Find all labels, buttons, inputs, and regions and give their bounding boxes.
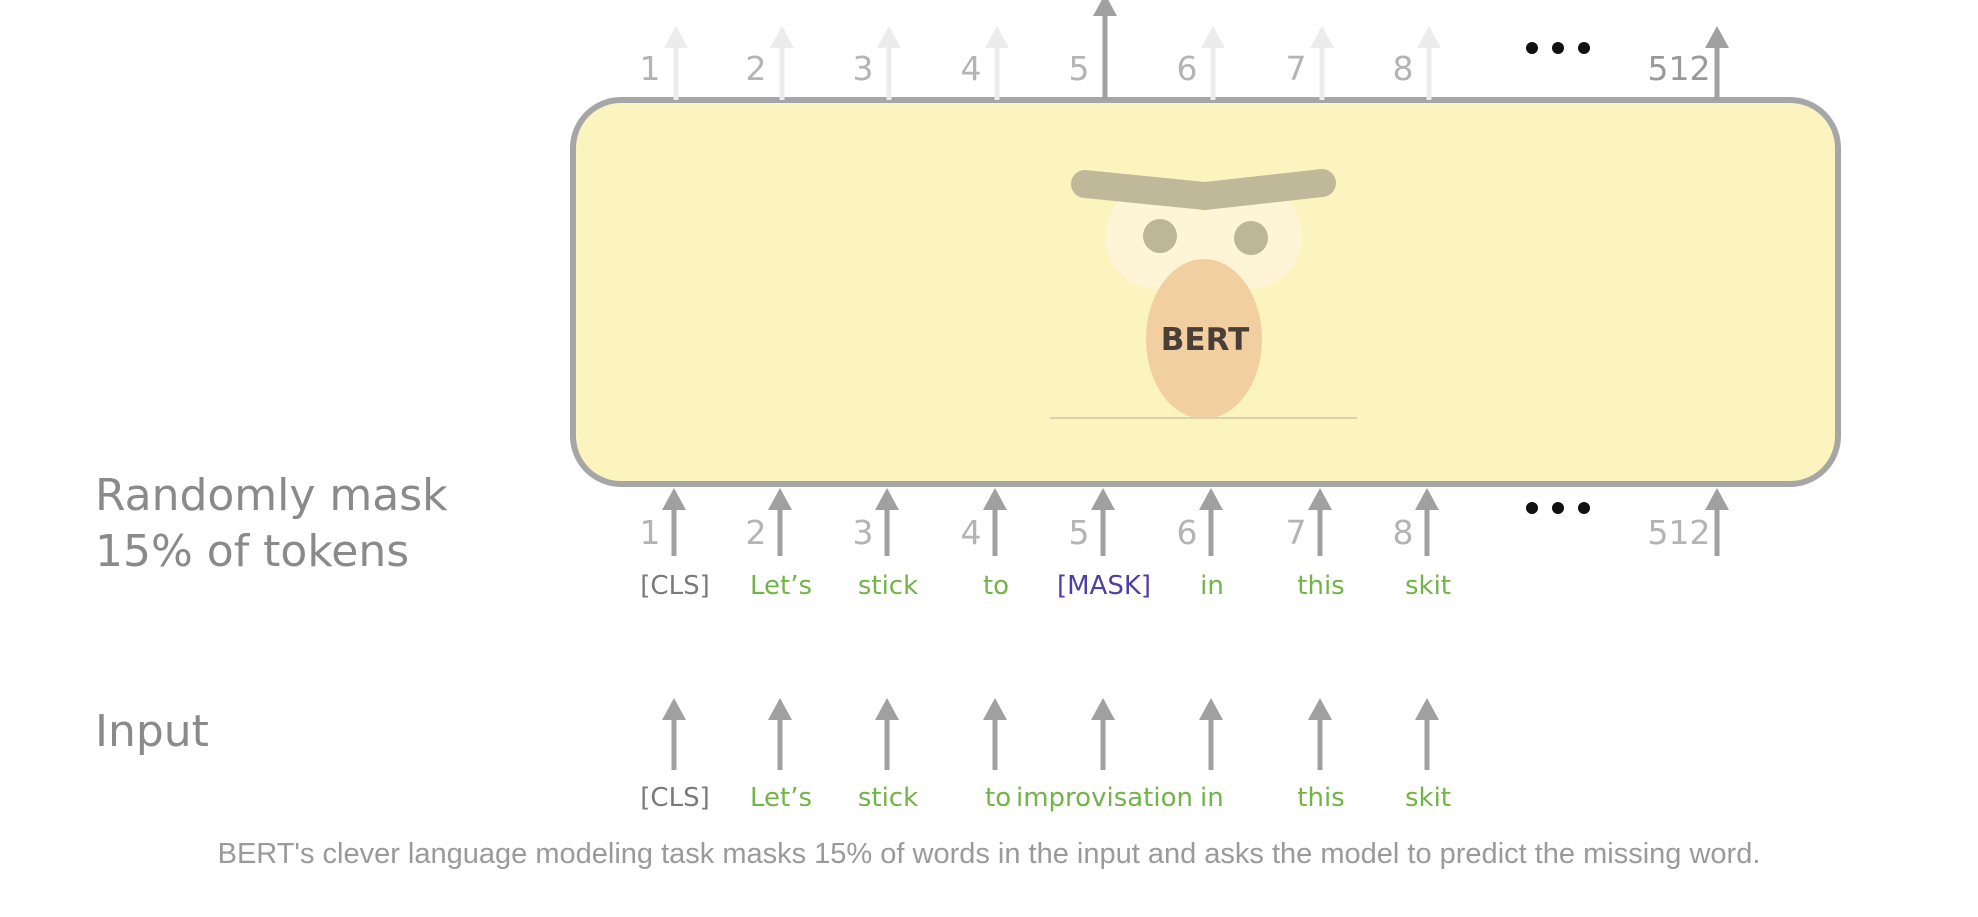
input-arrow-4 (983, 698, 1007, 770)
masked-token-5: [MASK] (1057, 571, 1151, 601)
ellipsis-dot-1-1 (1526, 42, 1538, 54)
masked-token-2: Let’s (750, 571, 812, 601)
input-position-1: 1 (640, 513, 661, 552)
encoder-arrow-6 (1199, 488, 1223, 556)
encoder-arrow-8 (1415, 488, 1439, 556)
output-arrow-7 (1310, 26, 1334, 100)
mask-label-line1: Randomly mask (95, 470, 448, 521)
input-token-7: this (1297, 783, 1344, 813)
input-arrow-5 (1091, 698, 1115, 770)
output-arrow-8 (1417, 26, 1441, 100)
encoder-arrow-7 (1308, 488, 1332, 556)
input-position-7: 7 (1286, 513, 1307, 552)
encoder-arrow-1 (662, 488, 686, 556)
input-position-6: 6 (1177, 513, 1198, 552)
encoder-arrow-512 (1705, 488, 1729, 556)
input-position-8: 8 (1393, 513, 1414, 552)
input-arrow-2 (768, 698, 792, 770)
output-position-512: 512 (1648, 49, 1711, 88)
output-arrows (664, 0, 1729, 100)
masked-token-8: skit (1405, 571, 1451, 601)
output-arrow-4 (985, 26, 1009, 100)
left-pupil (1143, 219, 1177, 253)
output-arrow-6 (1201, 26, 1225, 100)
encoder-input-arrows (662, 488, 1729, 556)
masked-token-7: this (1297, 571, 1344, 601)
input-token-1: [CLS] (640, 783, 709, 813)
output-position-3: 3 (853, 49, 874, 88)
input-token-6: in (1200, 783, 1224, 813)
output-arrow-1 (664, 26, 688, 100)
input-token-8: skit (1405, 783, 1451, 813)
input-arrow-8 (1415, 698, 1439, 770)
right-eyebrow (1191, 169, 1336, 210)
left-eyebrow (1071, 170, 1219, 210)
masked-token-1: [CLS] (640, 571, 709, 601)
bert-face: BERT (1050, 169, 1357, 419)
input-token-5: improvisation (1016, 783, 1193, 813)
figure-caption: BERT's clever language modeling task mas… (217, 838, 1761, 870)
input-arrow-1 (662, 698, 686, 770)
masked-token-6: in (1200, 571, 1224, 601)
output-position-8: 8 (1393, 49, 1414, 88)
input-position-5: 5 (1069, 513, 1090, 552)
input-arrow-3 (875, 698, 899, 770)
input-arrow-6 (1199, 698, 1223, 770)
bert-name: BERT (1161, 322, 1249, 358)
input-position-512: 512 (1648, 513, 1711, 552)
encoder-arrow-3 (875, 488, 899, 556)
output-arrow-2 (770, 26, 794, 100)
output-arrow-5 (1093, 0, 1117, 100)
output-arrow-3 (877, 26, 901, 100)
ellipsis-dot-2-3 (1578, 502, 1590, 514)
input-arrow-7 (1308, 698, 1332, 770)
mask-label-line2: 15% of tokens (95, 526, 410, 577)
input-token-4: to (985, 783, 1011, 813)
output-position-6: 6 (1177, 49, 1198, 88)
ellipsis-dots (1526, 42, 1590, 514)
input-token-2: Let’s (750, 783, 812, 813)
input-label: Input (95, 706, 209, 757)
input-position-numbers: 1 2 3 4 5 6 7 8 512 (640, 513, 1711, 552)
mask-label: Randomly mask 15% of tokens (95, 468, 448, 580)
input-position-3: 3 (853, 513, 874, 552)
input-token-3: stick (858, 783, 918, 813)
encoder-arrow-2 (768, 488, 792, 556)
ellipsis-dot-1-3 (1578, 42, 1590, 54)
input-arrows (662, 698, 1439, 770)
nose (1146, 259, 1262, 419)
input-position-2: 2 (746, 513, 767, 552)
masked-token-row: [CLS] Let’s stick to [MASK] in this skit (640, 571, 1451, 601)
encoder-arrow-5 (1091, 488, 1115, 556)
output-arrow-512 (1705, 26, 1729, 100)
ellipsis-dot-1-2 (1552, 42, 1564, 54)
ellipsis-dot-2-2 (1552, 502, 1564, 514)
masked-token-4: to (983, 571, 1009, 601)
ellipsis-dot-2-1 (1526, 502, 1538, 514)
output-position-1: 1 (640, 49, 661, 88)
output-position-7: 7 (1286, 49, 1307, 88)
input-position-4: 4 (961, 513, 982, 552)
encoder-arrow-4 (983, 488, 1007, 556)
output-position-4: 4 (961, 49, 982, 88)
output-position-5: 5 (1069, 49, 1090, 88)
right-pupil (1234, 221, 1268, 255)
masked-token-3: stick (858, 571, 918, 601)
output-position-numbers: 1 2 3 4 5 6 7 8 512 (640, 49, 1711, 88)
output-position-2: 2 (746, 49, 767, 88)
